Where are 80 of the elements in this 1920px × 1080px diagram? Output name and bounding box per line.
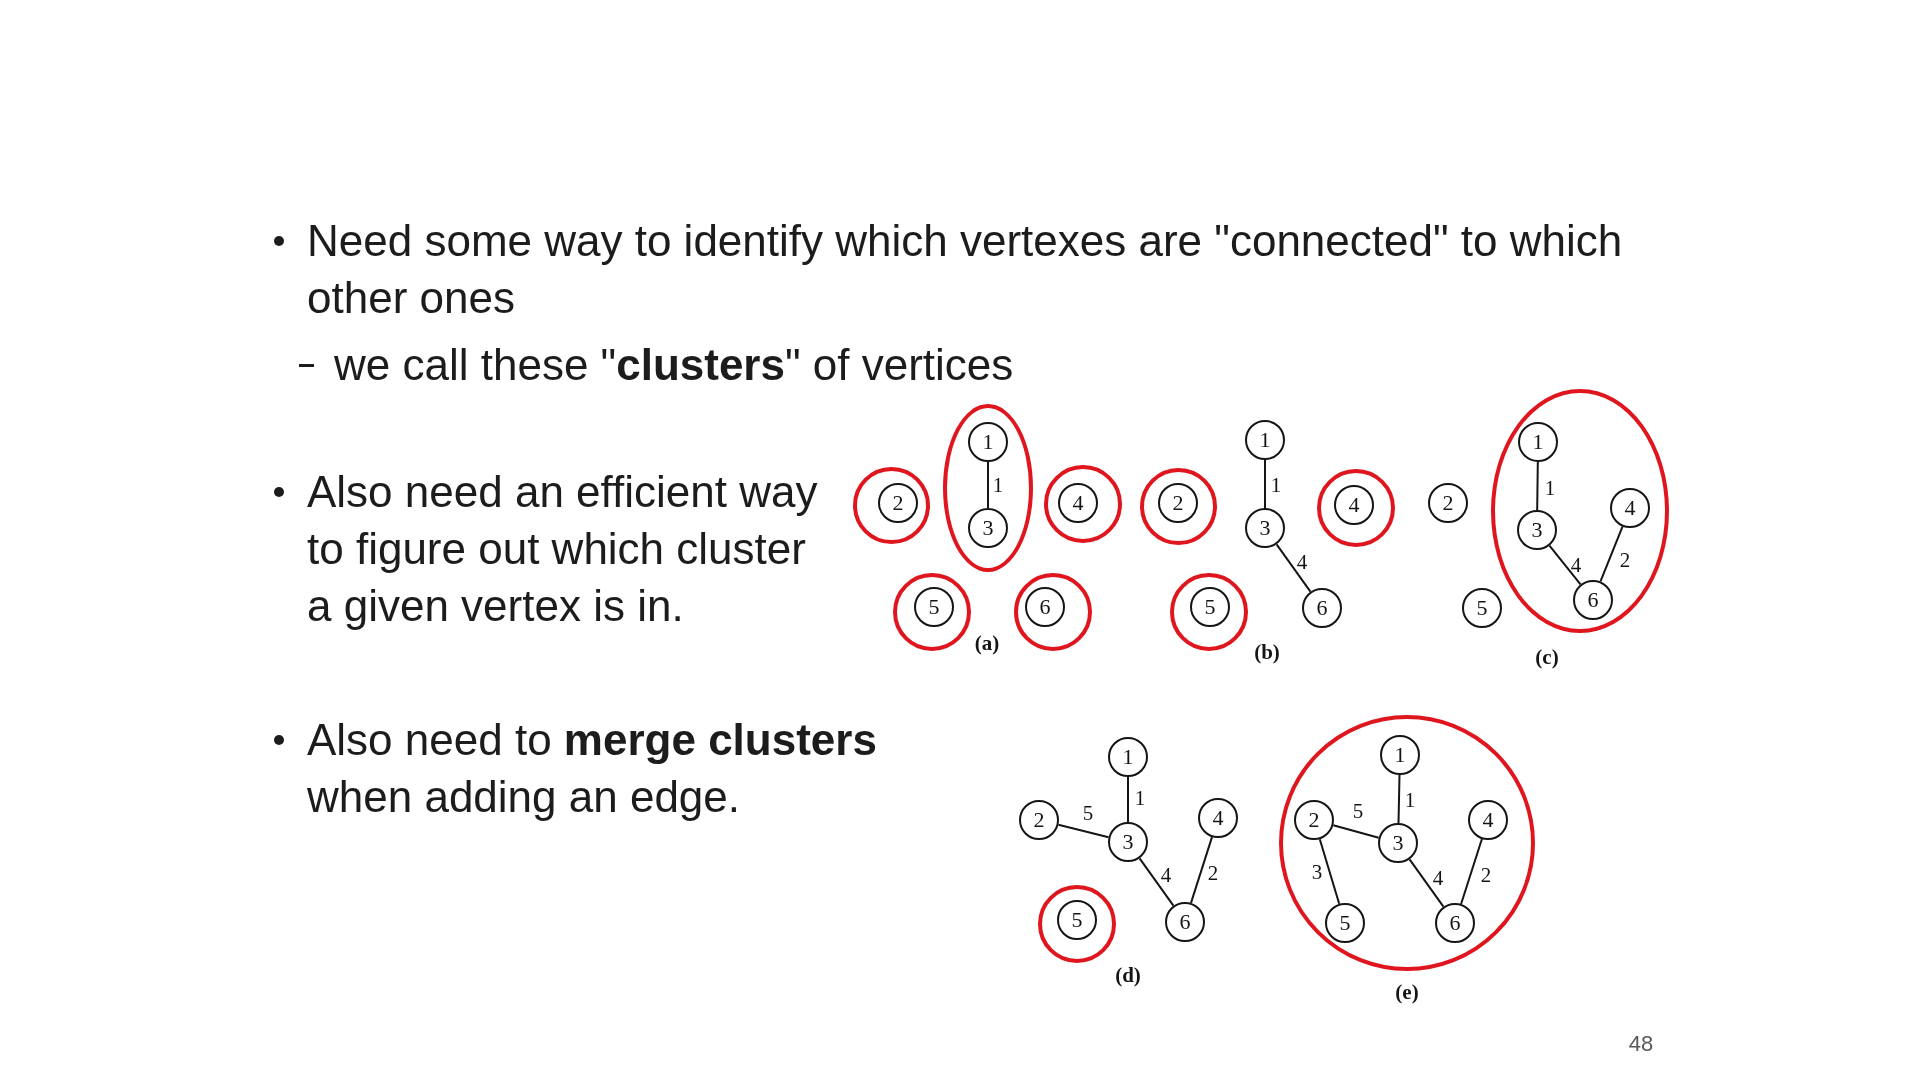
cluster-ring <box>1044 465 1122 543</box>
vertex-circle: 6 <box>1165 902 1205 942</box>
edge-line <box>1548 544 1582 586</box>
figure-caption: (c) <box>1535 644 1559 670</box>
sub-bullet-text: we call these "clusters" of vertices <box>334 339 1014 391</box>
vertex-circle: 6 <box>1435 903 1475 943</box>
vertex-circle: 1 <box>1380 735 1420 775</box>
bullet-text: Also need an efficient way to figure out which cluster a given vertex is in. <box>307 466 819 632</box>
vertex-circle: 2 <box>1019 800 1059 840</box>
vertex-circle: 4 <box>1198 798 1238 838</box>
weight-label: 1 <box>1134 787 1146 809</box>
vertex-circle: 3 <box>968 508 1008 548</box>
weight-label: 4 <box>1296 551 1308 573</box>
weight-label: 3 <box>1311 861 1323 883</box>
weight-label: 2 <box>1619 549 1631 571</box>
vertex-circle: 4 <box>1334 485 1374 525</box>
vertex-circle: 5 <box>1057 900 1097 940</box>
figure-caption: (d) <box>1115 962 1141 988</box>
vertex-circle: 2 <box>1158 483 1198 523</box>
vertex-circle: 1 <box>1245 420 1285 460</box>
vertex-circle: 6 <box>1025 587 1065 627</box>
vertex-circle: 3 <box>1108 822 1148 862</box>
vertex-circle: 4 <box>1610 488 1650 528</box>
edge-line <box>1275 543 1312 593</box>
edge-line <box>987 461 989 509</box>
vertex-circle: 2 <box>878 483 918 523</box>
vertex-circle: 4 <box>1468 800 1508 840</box>
vertex-circle: 2 <box>1428 483 1468 523</box>
edge-line <box>1332 824 1380 839</box>
vertex-circle: 6 <box>1302 588 1342 628</box>
vertex-circle: 3 <box>1245 508 1285 548</box>
vertex-circle: 4 <box>1058 483 1098 523</box>
weight-label: 4 <box>1570 554 1582 576</box>
vertex-circle: 5 <box>1462 588 1502 628</box>
edge-line <box>1138 857 1175 907</box>
vertex-circle: 6 <box>1573 580 1613 620</box>
weight-label: 5 <box>1352 800 1364 822</box>
vertex-circle: 1 <box>968 422 1008 462</box>
vertex-circle: 5 <box>1190 587 1230 627</box>
cluster-ring <box>1014 573 1092 651</box>
cluster-ring <box>943 404 1033 572</box>
page-number: 48 <box>1628 1031 1654 1057</box>
vertex-circle: 1 <box>1108 737 1148 777</box>
edge-line <box>1264 459 1266 509</box>
edge-line <box>1599 525 1624 583</box>
cluster-ring <box>1491 389 1669 633</box>
edge-line <box>1397 774 1401 824</box>
cluster-ring <box>852 466 930 544</box>
weight-label: 1 <box>1404 789 1416 811</box>
weight-label: 1 <box>1270 474 1282 496</box>
edge-line <box>1190 836 1213 904</box>
cluster-ring <box>1038 885 1116 963</box>
weight-label: 5 <box>1082 802 1094 824</box>
vertex-circle: 5 <box>1325 903 1365 943</box>
edge-line <box>1536 461 1539 511</box>
weight-label: 4 <box>1160 864 1172 886</box>
figure-caption: (a) <box>974 630 1000 656</box>
weight-label: 1 <box>992 474 1004 496</box>
weight-label: 2 <box>1207 862 1219 884</box>
vertex-circle: 1 <box>1518 422 1558 462</box>
edge-line <box>1057 823 1110 839</box>
cluster-ring <box>1279 715 1535 971</box>
cluster-ring <box>893 573 971 651</box>
edge-line <box>1460 838 1483 905</box>
edge-line <box>1408 858 1445 908</box>
figure-caption: (e) <box>1395 979 1419 1005</box>
vertex-circle: 3 <box>1378 823 1418 863</box>
weight-label: 4 <box>1432 867 1444 889</box>
figure-caption: (b) <box>1254 639 1280 665</box>
cluster-ring <box>1170 573 1248 651</box>
cluster-ring <box>1317 469 1395 547</box>
vertex-circle: 2 <box>1294 800 1334 840</box>
vertex-circle: 5 <box>914 587 954 627</box>
weight-label: 2 <box>1480 864 1492 886</box>
vertex-circle: 3 <box>1517 510 1557 550</box>
edge-line <box>1318 838 1341 905</box>
bullet-text: Also need to merge clusters when adding an edge. <box>307 714 878 823</box>
cluster-ring <box>1139 467 1217 545</box>
edge-line <box>1127 776 1129 823</box>
weight-label: 1 <box>1544 477 1556 499</box>
